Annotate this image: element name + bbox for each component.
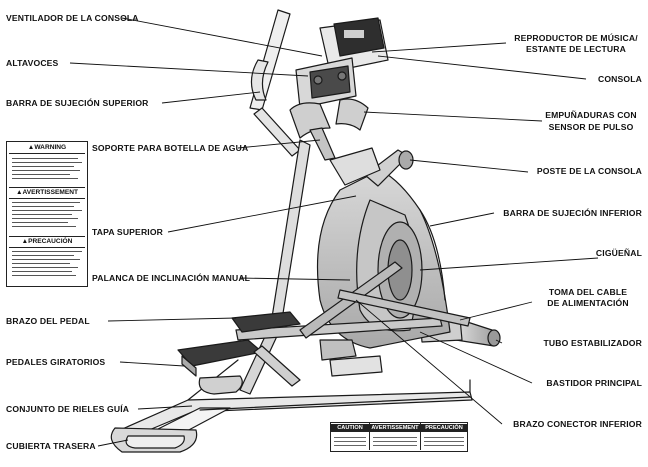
label-reproductor-line1: REPRODUCTOR DE MÚSICA/ bbox=[514, 33, 638, 43]
label-barra-inferior: BARRA DE SUJECIÓN INFERIOR bbox=[503, 208, 642, 218]
warning-header: ▲WARNING bbox=[9, 143, 85, 154]
warning-decal: ▲WARNING ▲AVERTISSEMENT ▲PRECAUCIÓN bbox=[6, 141, 88, 287]
label-altavoces: ALTAVOCES bbox=[6, 58, 59, 68]
label-soporte-botella: SOPORTE PARA BOTELLA DE AGUA bbox=[92, 143, 249, 153]
label-consola: CONSOLA bbox=[597, 74, 642, 84]
label-bastidor: BASTIDOR PRINCIPAL bbox=[546, 378, 642, 388]
caution-precaucion-header: PRECAUCIÓN bbox=[421, 424, 467, 432]
label-cubierta: CUBIERTA TRASERA bbox=[6, 441, 96, 451]
label-poste: POSTE DE LA CONSOLA bbox=[536, 166, 642, 176]
label-tapa-superior: TAPA SUPERIOR bbox=[92, 227, 164, 237]
label-ventilador: VENTILADOR DE LA CONSOLA bbox=[6, 13, 139, 23]
label-brazo-conector: BRAZO CONECTOR INFERIOR bbox=[513, 419, 642, 429]
label-empunaduras-line1: EMPUÑADURAS CON bbox=[545, 110, 637, 120]
label-barra-superior: BARRA DE SUJECIÓN SUPERIOR bbox=[6, 98, 149, 108]
caution-decal: CAUTION AVERTISSEMENT PRECAUCIÓN bbox=[330, 422, 468, 452]
label-brazo-pedal: BRAZO DEL PEDAL bbox=[6, 316, 90, 326]
caution-avertissement-header: AVERTISSEMENT bbox=[370, 424, 420, 432]
label-reproductor-line2: ESTANTE DE LECTURA bbox=[526, 44, 626, 54]
avertissement-header: ▲AVERTISSEMENT bbox=[9, 187, 85, 199]
precaucion-header: ▲PRECAUCIÓN bbox=[9, 236, 85, 248]
label-rieles: CONJUNTO DE RIELES GUÍA bbox=[6, 404, 130, 414]
label-toma-line2: DE ALIMENTACIÓN bbox=[547, 298, 629, 308]
caution-header: CAUTION bbox=[331, 424, 369, 432]
label-palanca: PALANCA DE INCLINACIÓN MANUAL bbox=[92, 273, 251, 283]
label-toma-line1: TOMA DEL CABLE bbox=[548, 287, 628, 297]
label-pedales: PEDALES GIRATORIOS bbox=[6, 357, 106, 367]
label-ciguenal: CIGÜEÑAL bbox=[595, 248, 642, 258]
label-empunaduras-line2: SENSOR DE PULSO bbox=[548, 122, 634, 132]
label-tubo: TUBO ESTABILIZADOR bbox=[543, 338, 642, 348]
